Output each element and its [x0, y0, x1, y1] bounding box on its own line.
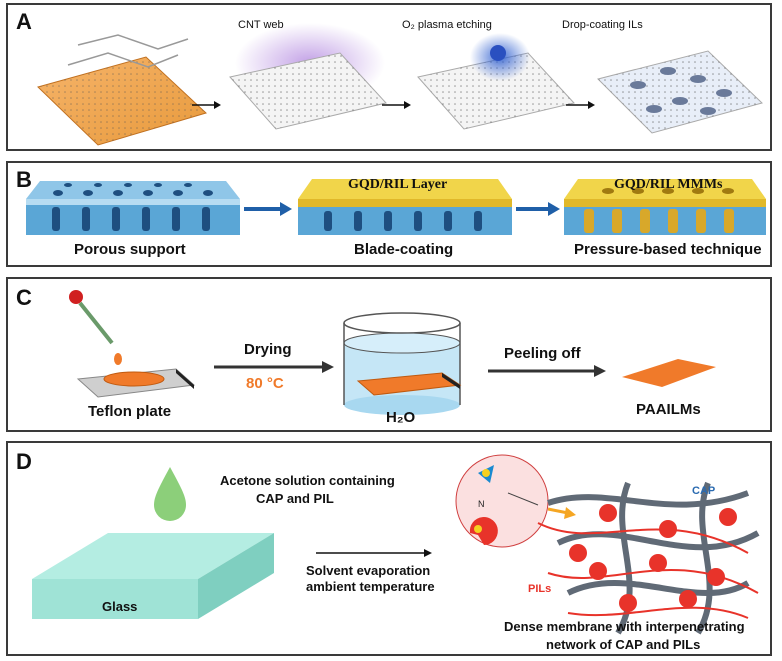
blade-coated-slab: [298, 179, 512, 235]
teflon-plate: [76, 368, 196, 398]
panel-c-label: C: [16, 285, 32, 310]
arrow-b2: [516, 202, 560, 216]
result-line-2: network of CAP and PILs: [546, 637, 701, 652]
step-plasma-label: O₂ plasma etching: [402, 19, 492, 31]
glass-slab: [32, 533, 274, 619]
arrow-b1: [244, 202, 292, 216]
arrow-a2: [382, 101, 411, 109]
arrow-inset: [547, 507, 576, 519]
paailm-film: [622, 359, 716, 387]
panel-a-illustration: [37, 23, 763, 146]
svg-text:N: N: [478, 499, 485, 509]
arrow-peeling: [488, 365, 606, 377]
pil-structure-inset: N: [455, 454, 549, 548]
panel-c-illustration: [69, 290, 716, 415]
arrow-drying: [214, 361, 334, 373]
panel-c: C: [6, 277, 772, 432]
evap-line-2: ambient temperature: [306, 579, 435, 594]
il-coated-sheet: [597, 50, 763, 134]
pores-1: [52, 183, 213, 231]
pipette-icon: [69, 290, 122, 365]
glass-label: Glass: [102, 599, 138, 614]
arrow-a3: [566, 101, 595, 109]
evap-line-1: Solvent evaporation: [306, 563, 431, 578]
panel-a: A CNT web O₂ plasma etching Drop-coating…: [6, 3, 772, 151]
caption-blade-coating: Blade-coating: [354, 241, 454, 258]
panel-d-label: D: [16, 449, 32, 474]
cnt-web-sheet: [37, 34, 207, 146]
panel-d-illustration: N: [32, 454, 760, 635]
arrow-evaporation: [316, 549, 432, 557]
gqd-ril-layer-label: GQD/RIL Layer: [348, 177, 448, 192]
step-cnt-web-label: CNT web: [238, 19, 284, 31]
peeling-label: Peeling off: [504, 345, 581, 362]
droplet-icon: [154, 467, 186, 521]
water-label: H₂O: [386, 409, 416, 426]
drying-label: Drying: [244, 341, 292, 358]
dropcoat-sheet: [417, 33, 575, 130]
teflon-plate-label: Teflon plate: [88, 403, 172, 420]
cap-label: CAP: [692, 485, 716, 497]
result-line-1: Dense membrane with interpenetrating: [504, 619, 745, 634]
gqd-ril-mmm-label: GQD/RIL MMMs: [614, 177, 723, 192]
panel-d: D N: [6, 441, 772, 656]
pil-beads: [569, 504, 737, 612]
solution-line-1: Acetone solution containing: [220, 473, 395, 488]
polymer-network: [537, 481, 760, 635]
caption-pressure-technique: Pressure-based technique: [574, 241, 762, 258]
step-dropcoat-label: Drop-coating ILs: [562, 19, 643, 31]
mmm-slab: [564, 179, 766, 235]
drying-temperature: 80 °C: [246, 375, 284, 392]
caption-porous-support: Porous support: [74, 241, 186, 258]
solution-line-2: CAP and PIL: [256, 491, 334, 506]
water-beaker: [343, 312, 462, 415]
pils-label: PILs: [528, 583, 552, 595]
panel-b-label: B: [16, 167, 32, 192]
paailms-label: PAAILMs: [636, 401, 701, 418]
arrow-a1: [192, 101, 221, 109]
panel-a-label: A: [16, 9, 32, 34]
plasma-sheet: [229, 23, 387, 130]
panel-b: B: [6, 161, 772, 267]
panel-b-illustration: [26, 179, 766, 235]
